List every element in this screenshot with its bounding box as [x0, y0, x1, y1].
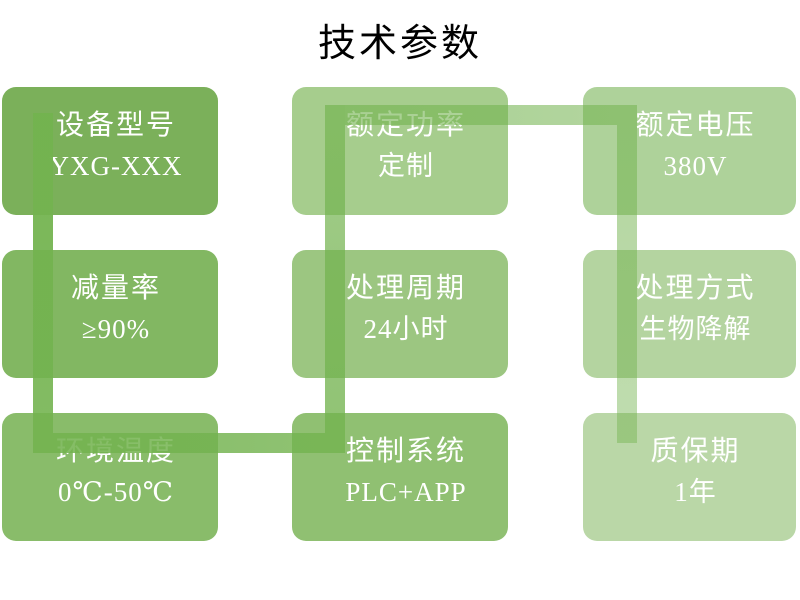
- param-value: 1年: [674, 477, 717, 507]
- param-value: 24小时: [363, 314, 449, 344]
- param-value: 定制: [378, 151, 434, 181]
- param-label: 控制系统: [345, 436, 466, 467]
- param-box-processing-method: 处理方式 生物降解: [583, 250, 796, 378]
- flow-connector-segment-up-col2: [325, 105, 345, 453]
- param-box-warranty-period: 质保期 1年: [583, 413, 796, 541]
- param-label: 设备型号: [55, 110, 176, 141]
- slide-title: 技术参数: [317, 23, 482, 65]
- param-value: ≥90%: [81, 314, 151, 344]
- param-label: 额定电压: [635, 110, 756, 141]
- param-value: YXG-XXX: [49, 151, 183, 181]
- param-value: 0℃-50℃: [58, 477, 174, 507]
- param-value: 380V: [663, 151, 728, 181]
- param-label: 处理方式: [635, 273, 756, 304]
- param-label: 质保期: [650, 436, 741, 467]
- flow-connector-segment-right-bottom: [53, 433, 325, 453]
- flow-connector-segment-right-top: [345, 105, 617, 125]
- flow-connector-segment-down-col3: [617, 105, 637, 443]
- flow-connector-segment-down-col1: [33, 113, 53, 453]
- param-label: 处理周期: [345, 273, 466, 304]
- param-value: PLC+APP: [345, 477, 467, 507]
- param-label: 减量率: [70, 273, 161, 304]
- param-value: 生物降解: [639, 314, 752, 344]
